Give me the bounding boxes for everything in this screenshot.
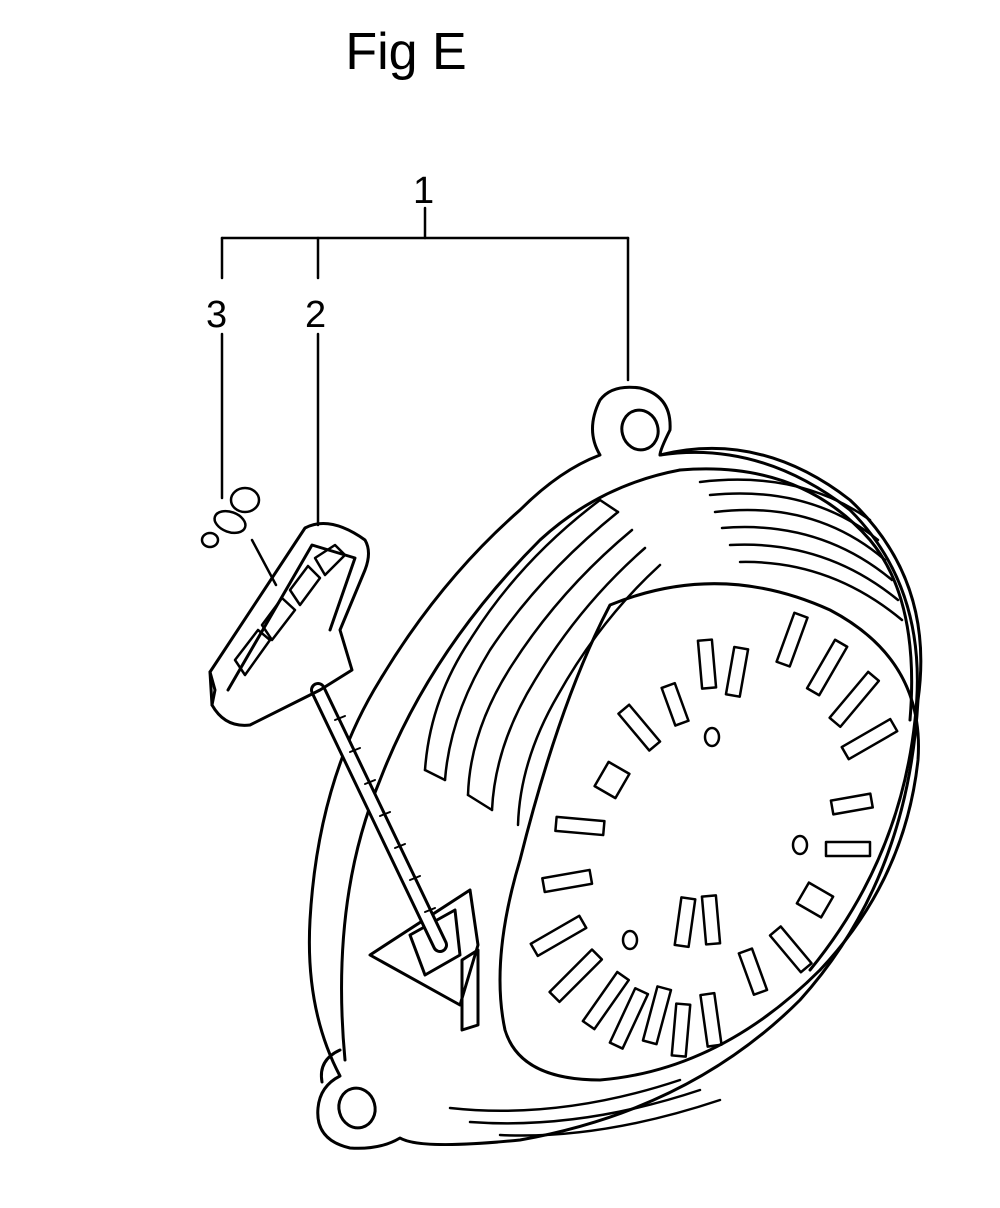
disc-slots [529, 611, 899, 1058]
disc-holes [621, 726, 809, 951]
callout-3: 3 [206, 294, 228, 336]
figure-title: Fig E [345, 23, 467, 81]
grip-pockets [233, 543, 347, 677]
leader-lines [220, 206, 630, 527]
starter-rope [310, 682, 448, 953]
recoil-starter-housing [307, 385, 923, 1150]
housing-fins-top [698, 478, 904, 622]
callout-1: 1 [413, 170, 435, 212]
rope-knot [200, 486, 278, 587]
starter-handle-grip [208, 522, 370, 727]
callout-2: 2 [305, 294, 327, 336]
housing-fins-left [423, 498, 662, 827]
housing-fins-bottom [448, 1078, 722, 1137]
